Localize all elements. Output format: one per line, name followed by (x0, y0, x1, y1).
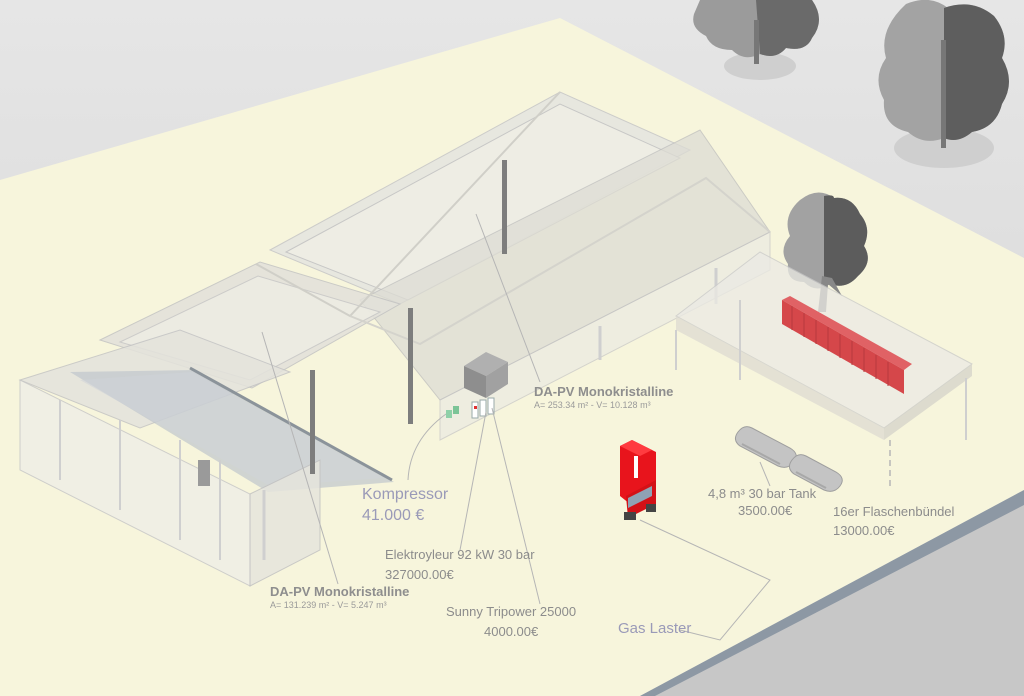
tank-name: 4,8 m³ 30 bar Tank (708, 486, 817, 501)
main-hall (18, 91, 771, 587)
exhaust-pipe-2 (408, 308, 413, 424)
pv-bottom-title: DA-PV Monokristalline (270, 584, 410, 599)
truck-name: Gas Laster (618, 620, 692, 637)
pv-top-title: DA-PV Monokristalline (534, 384, 674, 399)
inverter-price: 4000.00€ (484, 624, 539, 639)
inverter-name: Sunny Tripower 25000 (446, 604, 577, 619)
tree-top-left (693, 0, 819, 80)
pv-top-specs: A= 253.34 m² - V= 10.128 m³ (534, 400, 651, 410)
gas-truck (620, 440, 656, 520)
tank-price: 3500.00€ (738, 503, 793, 518)
pressure-tank-2 (788, 454, 843, 492)
compressor-unit (446, 406, 459, 418)
bundle-name: 16er Flaschenbündel (833, 504, 955, 519)
leader-lines (261, 213, 771, 641)
compressor-price: 41.000 € (362, 507, 425, 524)
bundle-price: 13000.00€ (833, 523, 895, 538)
tree-top-right (878, 0, 1009, 168)
compressor-name: Kompressor (362, 486, 449, 503)
inner-tank (198, 460, 210, 486)
exhaust-pipe-1 (502, 160, 507, 254)
gas-bottle-bundle (782, 296, 912, 394)
electrolyser-price: 327000.00€ (385, 567, 454, 582)
exhaust-pipe-3 (310, 370, 315, 474)
pv-bottom-specs: A= 131.239 m² - V= 5.247 m³ (270, 600, 387, 610)
electrolyser-unit (464, 352, 508, 398)
tree-middle (783, 192, 868, 312)
inverter-racks (471, 397, 495, 419)
electrolyser-name: Elektroyleur 92 kW 30 bar (385, 547, 535, 562)
road-curb (640, 490, 1024, 696)
